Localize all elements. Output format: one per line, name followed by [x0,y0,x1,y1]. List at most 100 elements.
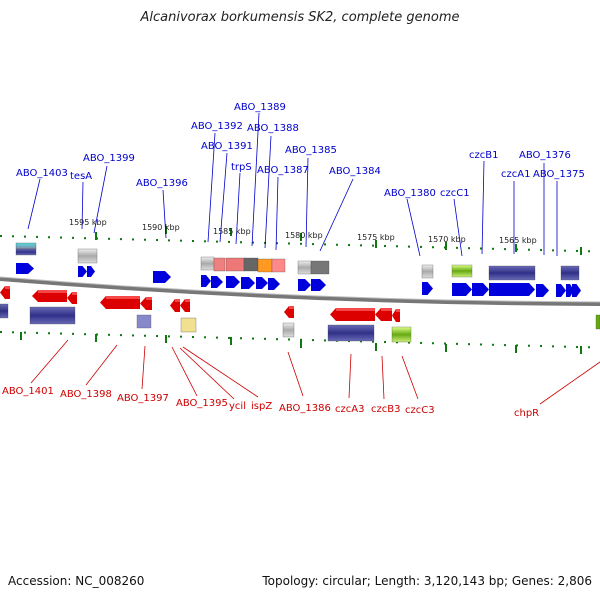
forward-gene-arrow [268,278,280,290]
major-tick [165,335,167,343]
reverse-gene-label: chpR [514,408,539,419]
reverse-gene-arrow [170,299,180,312]
kbp-tick-label: 1570 kbp [428,235,466,244]
kbp-tick-label: 1595 kbp [69,218,107,227]
forward-gene-arrow [153,271,171,283]
forward-gene-label: ABO_1380 [384,188,436,199]
major-tick [230,337,232,345]
forward-gene-label: ABO_1387 [257,165,309,176]
major-tick [20,332,22,340]
reverse-callout-line [30,339,69,384]
forward-gene-label: ABO_1396 [136,178,188,189]
reverse-callout-line [171,346,198,397]
forward-gene-label: ABO_1392 [191,121,243,132]
reverse-gene-label: ABO_1398 [60,389,112,400]
forward-callout-line [305,157,309,248]
forward-gene-label: ABO_1376 [519,150,571,161]
reverse-gene-arrow [330,308,375,321]
forward-callout-line [207,132,216,243]
forward-gene-arrow [422,282,433,295]
protein-domain-box [297,260,312,275]
forward-gene-arrow [298,279,311,291]
forward-callout-line [93,165,108,234]
reverse-gene-label: czcC3 [405,405,435,416]
forward-gene-arrow [489,283,535,296]
protein-domain-box [595,314,600,330]
forward-gene-label: ABO_1384 [329,166,381,177]
forward-gene-label: czcC1 [440,188,470,199]
kbp-tick-label: 1590 kbp [142,223,180,232]
protein-domain-box [180,317,197,333]
protein-domain-box [451,264,473,278]
forward-gene-arrow [226,276,240,288]
reverse-gene-label: ycil [229,401,246,412]
forward-gene-label: ABO_1389 [234,102,286,113]
forward-callout-line [162,189,167,239]
kbp-tick-label: 1585 kbp [213,227,251,236]
major-tick [300,233,302,241]
forward-gene-label: ABO_1375 [533,169,585,180]
kbp-tick-label: 1580 kbp [285,231,323,240]
protein-domain-box [0,303,9,319]
forward-gene-arrow [201,275,211,287]
major-tick [515,345,517,353]
forward-callout-line [235,172,241,245]
forward-gene-arrow [87,266,95,277]
forward-callout-line [406,198,421,257]
protein-domain-box [327,324,375,342]
protein-domain-box [77,248,98,264]
protein-domain-box [257,258,273,273]
forward-callout-line [251,112,260,247]
reverse-gene-label: ABO_1401 [2,386,54,397]
reverse-callout-line [381,355,385,400]
forward-gene-arrow [211,276,223,288]
protein-domain-box [282,322,295,338]
reverse-gene-label: czcB3 [371,404,400,415]
protein-domain-box [560,265,580,281]
forward-gene-arrow [452,283,472,296]
protein-domain-box [213,257,226,272]
reverse-gene-arrow [375,308,392,321]
major-tick [445,344,447,352]
reverse-callout-line [287,351,304,397]
forward-gene-label: czcA1 [501,169,530,180]
protein-domain-box [225,257,245,272]
kbp-tick-label: 1575 kbp [357,233,395,242]
forward-gene-arrow [311,279,326,291]
forward-gene-arrow [472,283,489,296]
protein-domain-box [271,258,286,273]
forward-gene-label: trpS [231,162,252,173]
protein-domain-box [136,314,152,329]
forward-gene-arrow [16,263,34,274]
reverse-gene-label: czcA3 [335,404,364,415]
forward-gene-label: czcB1 [469,150,498,161]
forward-gene-arrow [572,284,581,297]
genome-backbone [0,277,600,306]
genome-title: Alcanivorax borkumensis SK2, complete ge… [140,10,460,25]
major-tick [230,228,232,236]
major-tick [165,226,167,234]
forward-gene-label: ABO_1385 [285,145,337,156]
reverse-callout-line [348,353,352,399]
reverse-gene-label: ABO_1397 [117,393,169,404]
reverse-callout-line [539,361,600,405]
reverse-gene-label: ABO_1395 [176,398,228,409]
protein-domain-box [29,306,76,325]
protein-domain-box [488,265,536,281]
protein-domain-box [15,248,37,256]
forward-callout-line [27,178,41,230]
forward-callout-line [275,176,279,251]
forward-gene-label: tesA [70,171,92,182]
forward-callout-line [453,198,463,257]
reverse-gene-label: ispZ [251,401,272,412]
forward-gene-arrow [556,284,566,297]
forward-gene-label: ABO_1391 [201,141,253,152]
accession-label: Accession: NC_008260 [8,574,145,588]
forward-gene-arrow [256,277,268,289]
reverse-callout-line [85,344,118,386]
forward-gene-label: ABO_1388 [247,123,299,134]
forward-callout-line [264,135,272,249]
protein-domain-box [200,256,215,271]
protein-domain-box [391,326,412,343]
